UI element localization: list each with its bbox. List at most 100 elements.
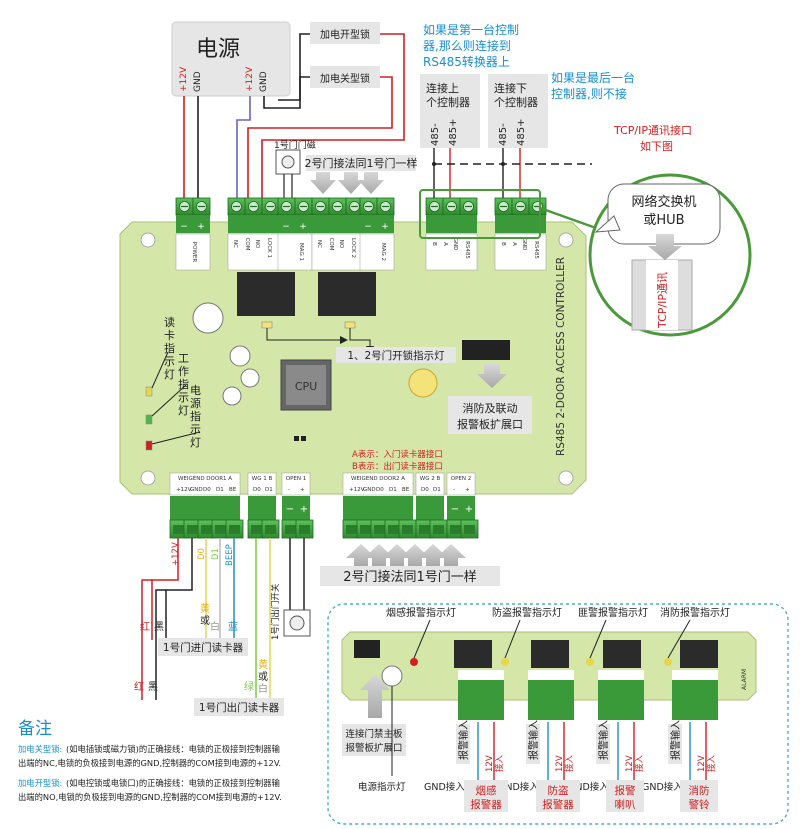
power-indicator-label: 电 源 指 示 灯	[190, 384, 201, 449]
top-terminal-labels: POWER LOCK 1 NC COM NO MAG 1 LOCK 2 NC C…	[175, 233, 547, 271]
alarm-light-pointers	[413, 619, 691, 659]
svg-text:+: +	[465, 504, 473, 515]
svg-text:A: A	[442, 242, 448, 246]
svg-text:WG 1 B: WG 1 B	[252, 476, 273, 482]
svg-text:加电开型锁:: 加电开型锁:	[18, 778, 62, 788]
svg-text:报警器: 报警器	[470, 798, 502, 811]
svg-text:+: +	[381, 222, 389, 232]
rs485-up-box: 连接上 个控制器 485- 485+	[420, 74, 480, 148]
top-terminals	[175, 197, 547, 233]
svg-text:白: 白	[258, 682, 268, 695]
note-tcpip: TCP/IP通讯接口 如下图	[613, 124, 692, 153]
lock-close-type-box: 加电关型锁	[310, 66, 380, 88]
svg-text:GND: GND	[190, 487, 203, 493]
svg-text:WEIGEND DOOR1 A: WEIGEND DOOR1 A	[178, 476, 232, 482]
power-wires	[183, 33, 405, 198]
unlock-led-note: 1、2号门开锁指示灯	[347, 349, 445, 362]
svg-text:白: 白	[210, 620, 220, 633]
alarm-light-labels: 烟感报警指示灯 防盗报警指示灯 匪警报警指示灯 消防报警指示灯	[386, 606, 730, 619]
svg-text:报警输入: 报警输入	[669, 720, 682, 760]
svg-text:GND: GND	[521, 238, 527, 251]
svg-text:D1: D1	[389, 487, 397, 493]
bottom-terminal-labels: WEIGEND DOOR1 A +12V GND D0 D1 BE WG 1 B…	[169, 472, 476, 496]
svg-text:黄: 黄	[258, 658, 268, 671]
svg-text:或: 或	[258, 671, 268, 683]
svg-text:示: 示	[164, 355, 175, 368]
cpu-label: CPU	[295, 380, 317, 393]
svg-text:OPEN 1: OPEN 1	[286, 476, 306, 482]
svg-text:消防报警指示灯: 消防报警指示灯	[660, 606, 730, 619]
note-last-controller: 如果是最后一台 控制器,则不接	[551, 70, 635, 101]
svg-text:NC: NC	[316, 240, 322, 248]
svg-text:报警输入: 报警输入	[457, 720, 470, 760]
svg-text:12V: 12V	[555, 755, 565, 772]
svg-text:电: 电	[190, 384, 201, 397]
svg-text:BE: BE	[229, 487, 237, 493]
svg-text:-: -	[288, 487, 290, 493]
svg-text:报警板扩展口: 报警板扩展口	[345, 742, 402, 754]
network-switch-bubble: 网络交换机 或HUB TCP/IP通讯	[539, 173, 752, 337]
svg-text:LOCK 1: LOCK 1	[266, 238, 272, 258]
svg-text:接入: 接入	[706, 754, 717, 772]
svg-text:指: 指	[190, 409, 201, 423]
svg-text:−: −	[282, 222, 290, 232]
svg-text:-: -	[453, 487, 455, 493]
svg-text:读: 读	[164, 315, 175, 329]
svg-text:器,那么则连接到: 器,那么则连接到	[423, 38, 511, 53]
svg-text:警铃: 警铃	[689, 798, 710, 811]
svg-text:D0: D0	[376, 487, 384, 493]
svg-text:−: −	[451, 504, 459, 515]
reader-indicator-label: 读 卡 指 示 灯	[164, 315, 175, 381]
svg-text:红: 红	[140, 620, 150, 633]
svg-text:匪警报警指示灯: 匪警报警指示灯	[578, 606, 648, 619]
svg-text:POWER: POWER	[191, 242, 197, 263]
svg-text:TCP/IP通讯: TCP/IP通讯	[656, 272, 669, 329]
legend-a: A表示：入门读卡器接口	[352, 449, 443, 460]
svg-text:加电关型锁:: 加电关型锁:	[18, 744, 62, 754]
alarm-devices: 烟感 报警器 防盗 报警器 报警 喇叭 消防 警铃	[464, 780, 718, 812]
svg-text:D1: D1	[211, 548, 221, 560]
svg-text:+: +	[300, 504, 308, 515]
svg-text:485-: 485-	[498, 123, 509, 146]
svg-text:12V: 12V	[485, 755, 495, 772]
svg-text:NC: NC	[232, 240, 238, 248]
legend-b: B表示：出门读卡器接口	[352, 461, 443, 472]
rs485-down-box: 连接下 个控制器 485- 485+	[488, 74, 548, 148]
svg-text:WEIGEND DOOR2 A: WEIGEND DOOR2 A	[351, 476, 405, 482]
svg-text:防盗: 防盗	[548, 784, 569, 797]
svg-text:源: 源	[190, 396, 201, 410]
svg-text:1号门出门读卡器: 1号门出门读卡器	[199, 701, 280, 714]
svg-text:2号门接法同1号门一样: 2号门接法同1号门一样	[305, 156, 418, 170]
svg-text:B: B	[500, 242, 506, 246]
svg-text:指: 指	[178, 377, 189, 391]
svg-text:GND接入: GND接入	[642, 781, 683, 793]
note-first-controller: 如果是第一台控制 器,那么则连接到 RS485转换器上	[423, 22, 519, 69]
svg-text:如下图: 如下图	[640, 139, 673, 153]
svg-text:485+: 485+	[448, 119, 459, 146]
svg-text:黑: 黑	[154, 621, 164, 633]
svg-text:(如电插锁或磁力锁)的正确接线：电锁的正极接到控制器输: (如电插锁或磁力锁)的正确接线：电锁的正极接到控制器输	[66, 744, 281, 754]
reader-out-colors: 红 黑 绿 黄 或 白	[134, 658, 268, 695]
svg-text:D1: D1	[216, 487, 224, 493]
svg-text:NO: NO	[254, 240, 260, 249]
alarm-wires	[477, 722, 707, 790]
svg-text:喇叭: 喇叭	[615, 799, 636, 811]
lock-open-type-box: 加电开型锁	[310, 22, 380, 44]
indicator-leds	[145, 351, 201, 451]
svg-text:连接上: 连接上	[426, 82, 459, 95]
svg-text:报警输入: 报警输入	[597, 720, 610, 760]
alarm-ext-box: 连接门禁主板 报警板扩展口	[342, 724, 406, 756]
svg-text:报警: 报警	[615, 784, 636, 797]
svg-text:指: 指	[164, 341, 175, 355]
svg-text:黄: 黄	[200, 602, 210, 615]
svg-text:−: −	[364, 222, 372, 232]
fire-ext-box	[448, 396, 532, 434]
svg-text:如果是最后一台: 如果是最后一台	[551, 70, 635, 85]
svg-text:防盗报警指示灯: 防盗报警指示灯	[492, 606, 562, 619]
rs485-highlight-frame	[419, 189, 541, 239]
svg-text:BE: BE	[402, 487, 410, 493]
svg-text:卡: 卡	[164, 329, 175, 342]
svg-text:D0: D0	[421, 487, 429, 493]
fire-ext-line1: 消防及联动	[463, 401, 518, 415]
